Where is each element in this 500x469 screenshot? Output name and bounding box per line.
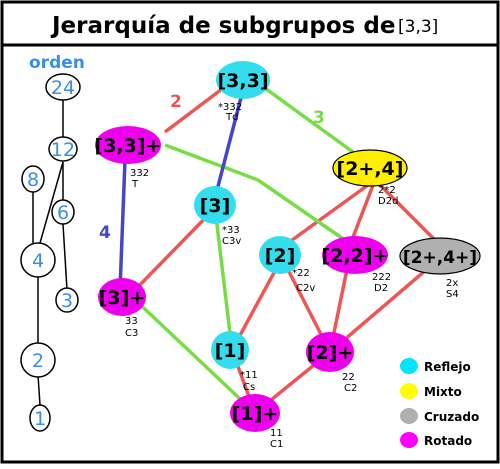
legend-label-mixto: Mixto [424,385,462,399]
node-1-plus [230,394,280,432]
node-3-3-notation-top: *332 [218,102,242,113]
node-3-plus-notation-top: 33 [125,316,138,327]
order-label-24: 24 [51,77,75,99]
node-1-notation-top: *11 [240,370,258,381]
legend-label-cruzado: Cruzado [424,410,479,424]
legend-swatch-cruzado [400,408,418,424]
order-node-1 [29,404,51,432]
node-2-2-plus-label: [2,2]+ [322,245,389,267]
node-3-notation-bottom: C3v [222,236,241,247]
order-nodes: 24 12 8 6 4 3 2 1 [20,73,81,432]
node-2-notation-top: *22 [292,268,310,279]
order-label-1: 1 [34,408,46,430]
node-2plus-4 [332,149,408,187]
edge-3p-1p [128,293,257,415]
edge-2p4-2p4p [373,178,442,247]
node-1-notation-bottom: Cs [243,382,255,393]
node-3-3 [216,61,270,99]
legend-swatch-reflejo [400,358,418,374]
edge-2p4p-2p [328,256,442,354]
order-node-4 [20,242,56,278]
group-nodes: [3,3] *332 Td [3,3]+ 332 T [2+,4] 2*2 D2… [95,61,481,450]
node-2-plus-notation-bottom: C2 [344,383,357,394]
node-3-3-plus-label: [3,3]+ [95,135,162,157]
diagram-title: Jerarquía de subgrupos de [50,13,395,39]
node-2plus-4plus-notation-bottom: S4 [446,289,459,300]
node-2-plus [306,332,354,372]
node-2-notation-bottom: C2v [296,283,315,294]
index-label-3: 3 [313,108,325,128]
order-node-8 [21,165,45,193]
node-2plus-4plus-notation-top: 2x [446,278,458,289]
node-3-3-plus-notation-bottom: T [131,179,139,190]
order-label-12: 12 [51,139,75,161]
node-1-plus-label: [1]+ [232,403,279,425]
order-node-24 [45,73,81,101]
node-2-label: [2] [265,245,296,267]
legend-label-reflejo: Reflejo [424,360,471,374]
node-2-2-plus-notation-bottom: D2 [374,283,388,294]
diagram-title-group: [3,3] [398,17,438,37]
order-label-2: 2 [32,350,44,372]
index-label-4: 4 [99,223,111,243]
order-label-4: 4 [32,250,44,272]
index-label-2: 2 [170,92,182,112]
edge-33p-22p-a [164,143,259,182]
edge-33-3 [213,89,245,199]
node-3-3-plus [95,126,161,164]
node-2plus-4plus-label: [2+,4+] [403,248,477,268]
node-3-notation-top: *33 [222,225,240,236]
node-2plus-4plus [399,237,481,275]
node-2 [259,236,301,274]
node-3-plus-label: [3]+ [99,287,146,309]
node-3 [194,186,236,224]
node-2-2-plus [322,236,388,274]
node-1-plus-notation-bottom: C1 [270,439,283,450]
legend-label-rotado: Rotado [424,434,472,448]
node-1-plus-notation-top: 11 [270,428,283,439]
order-node-2 [20,342,56,378]
node-3-3-notation-bottom: Td [225,112,238,123]
order-label-8: 8 [27,169,39,191]
legend-swatch-mixto [400,383,418,399]
order-label-3: 3 [61,290,73,312]
edge-3-1 [213,207,234,351]
order-node-12 [48,136,78,162]
node-3-label: [3] [200,195,231,217]
order-node-6 [51,199,75,225]
edge-2p4-22p [348,179,377,246]
node-3-3-plus-notation-top: 332 [130,168,149,179]
node-2plus-4-notation-top: 2*2 [378,185,396,196]
order-label-6: 6 [57,202,69,224]
order-lines [32,100,68,406]
node-1 [211,331,249,369]
legend: Reflejo Mixto Cruzado Rotado [400,358,479,448]
edge-33-33p [163,87,224,134]
legend-swatch-rotado [400,432,418,448]
edge-33p-22p-b [257,178,353,247]
node-2-plus-label: [2]+ [307,342,354,364]
order-node-3 [55,287,79,313]
node-3-plus [98,278,146,316]
node-2-plus-notation-top: 22 [342,372,355,383]
node-1-label: [1] [215,340,246,362]
node-2plus-4-notation-bottom: D2d [378,196,398,207]
edge-3-3p [128,206,217,297]
node-3-3-label: [3,3] [217,70,268,92]
node-2-2-plus-notation-top: 222 [372,272,391,283]
node-3-plus-notation-bottom: C3 [125,328,138,339]
edge-33p-3p [118,159,127,291]
node-2plus-4-label: [2+,4] [337,158,404,180]
edge-2p4-2 [286,178,377,245]
order-title: orden [29,53,85,73]
